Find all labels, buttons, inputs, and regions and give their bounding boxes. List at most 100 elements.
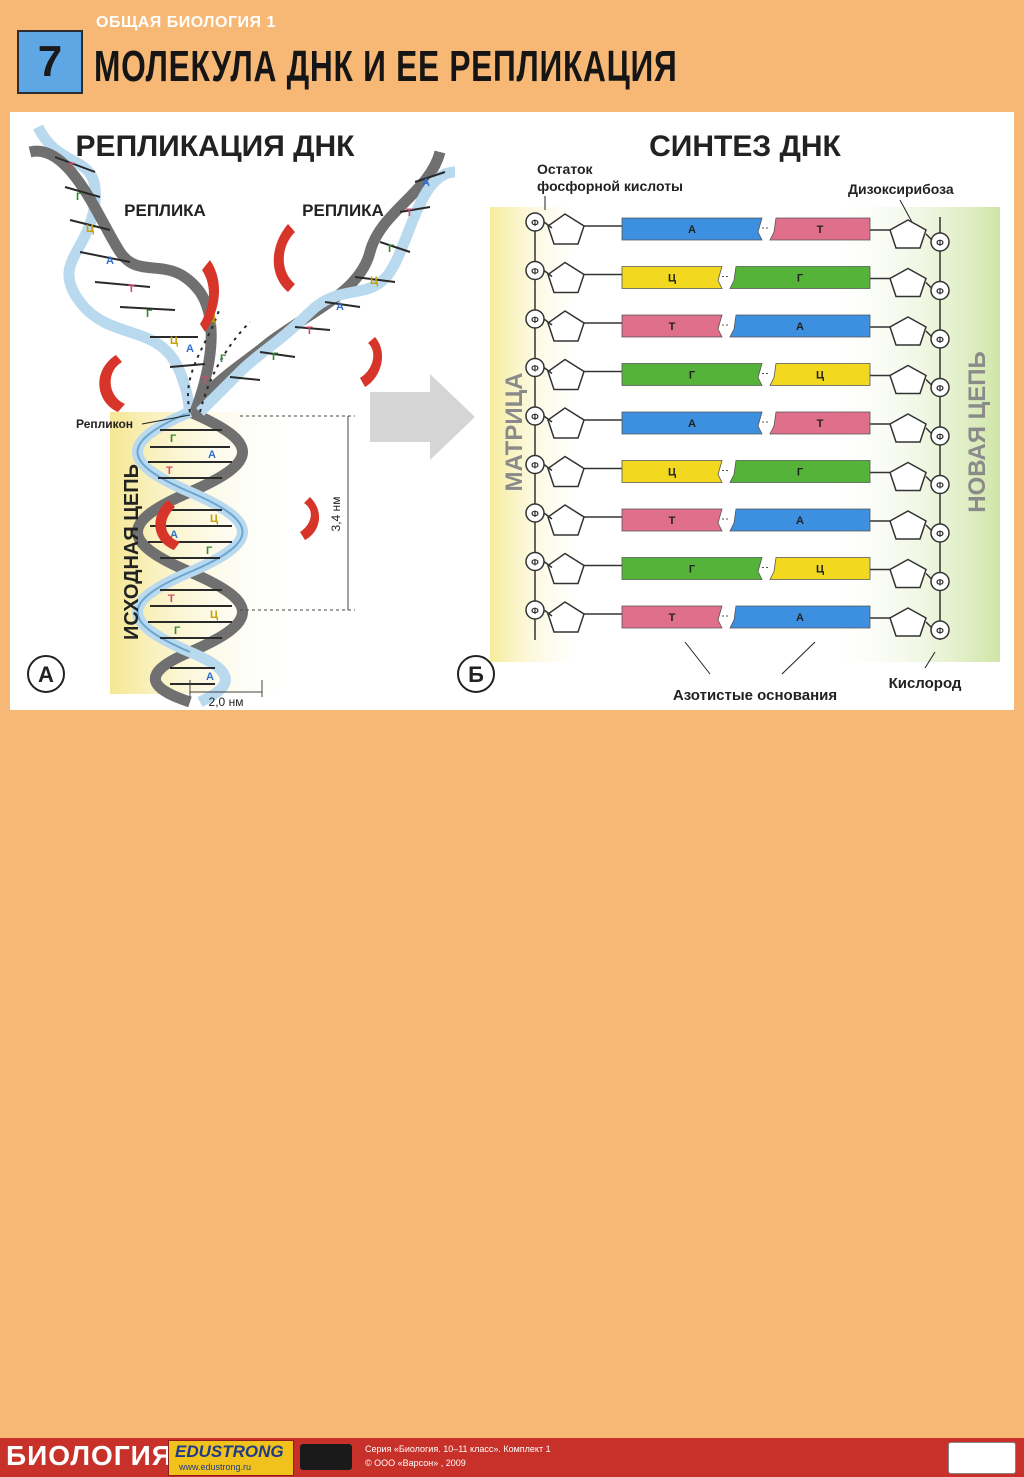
base-left-letter: Т — [669, 612, 676, 624]
svg-text:А: А — [186, 343, 194, 355]
svg-text:Г: Г — [76, 191, 83, 203]
base-right-letter: А — [796, 321, 804, 333]
phosphate-left-symbol: Ф — [531, 218, 539, 228]
base-right-letter: Ц — [816, 370, 824, 382]
width-label: 2,0 нм — [209, 695, 244, 709]
svg-text:Т: Т — [202, 375, 209, 387]
base-left-letter: А — [688, 224, 696, 236]
base-left-letter: А — [688, 418, 696, 430]
replica-right-label: РЕПЛИКА — [302, 201, 384, 220]
phosphate-right-symbol: Ф — [936, 626, 944, 636]
svg-text:Ц: Ц — [170, 335, 178, 347]
phosphate-left-symbol: Ф — [531, 412, 539, 422]
svg-text:А: А — [336, 301, 344, 313]
right-replica-helix: А Т Г Ц А Т Г — [195, 152, 455, 412]
left-replica-helix: ТГ ЦА ТГ Ц — [30, 127, 211, 412]
base-right-letter: Ц — [816, 564, 824, 576]
svg-text:А: А — [422, 177, 430, 189]
panel-b-title: СИНТЕЗ ДНК — [649, 130, 841, 163]
svg-text:Ц: Ц — [370, 275, 378, 287]
phosphate-label-line1: Остаток — [537, 161, 594, 177]
svg-text:Г: Г — [170, 433, 177, 445]
replicon-label: Репликон — [76, 417, 133, 431]
lesson-number: 7 — [17, 30, 83, 94]
publisher-url: www.edustrong.ru — [179, 1462, 251, 1472]
svg-text:А: А — [206, 671, 214, 683]
svg-text:Ц: Ц — [210, 609, 218, 621]
phosphate-right-symbol: Ф — [936, 335, 944, 345]
svg-text:Т: Т — [406, 207, 413, 219]
svg-text:Г: Г — [220, 353, 227, 365]
brand-label: БИОЛОГИЯ — [6, 1440, 173, 1472]
publisher-name: EDUSTRONG — [175, 1442, 284, 1462]
emblem-logo — [948, 1442, 1016, 1474]
pitch-label: 3,4 нм — [329, 497, 343, 532]
phosphate-label-line2: фосфорной кислоты — [537, 178, 683, 194]
phosphate-left-symbol: Ф — [531, 315, 539, 325]
phosphate-left-symbol: Ф — [531, 267, 539, 277]
phosphate-left-symbol: Ф — [531, 461, 539, 471]
phosphate-right-symbol: Ф — [936, 578, 944, 588]
phosphate-right-symbol: Ф — [936, 481, 944, 491]
panel-a-letter: А — [38, 662, 54, 687]
svg-text:Т: Т — [128, 283, 135, 295]
publisher-logo: EDUSTRONG www.edustrong.ru — [168, 1440, 294, 1476]
footer: БИОЛОГИЯ EDUSTRONG www.edustrong.ru Сери… — [0, 710, 1024, 767]
matrix-label: МАТРИЦА — [501, 373, 528, 492]
svg-text:А: А — [106, 255, 114, 267]
panel-b: СИНТЕЗ ДНК Остаток фосфорной кислоты Диз… — [458, 130, 1000, 704]
base-left-letter: Т — [669, 515, 676, 527]
svg-text:А: А — [208, 449, 216, 461]
svg-text:Т: Т — [166, 465, 173, 477]
phosphate-left-symbol: Ф — [531, 606, 539, 616]
base-right-letter: Г — [797, 273, 804, 285]
base-right-letter: Т — [817, 224, 824, 236]
base-right-letter: А — [796, 612, 804, 624]
phosphate-left-symbol: Ф — [531, 558, 539, 568]
bases-pointer-left — [685, 642, 710, 674]
base-left-letter: Ц — [668, 273, 676, 285]
base-left-letter: Г — [689, 370, 696, 382]
original-chain-label: ИСХОДНАЯ ЦЕПЬ — [121, 464, 143, 640]
replica-left-label: РЕПЛИКА — [124, 201, 206, 220]
svg-text:Г: Г — [174, 625, 181, 637]
base-left-letter: Т — [669, 321, 676, 333]
footer-strip: БИОЛОГИЯ EDUSTRONG www.edustrong.ru Сери… — [0, 1438, 1024, 1477]
panel-a-title: РЕПЛИКАЦИЯ ДНК — [76, 130, 356, 163]
phosphate-left-symbol: Ф — [531, 364, 539, 374]
base-right-letter: Т — [817, 418, 824, 430]
base-right-letter: Г — [797, 467, 804, 479]
phosphate-right-symbol: Ф — [936, 287, 944, 297]
phosphate-right-symbol: Ф — [936, 384, 944, 394]
phosphate-right-symbol: Ф — [936, 529, 944, 539]
base-right-letter: А — [796, 515, 804, 527]
footer-text-1: Серия «Биология. 10–11 класс». Комплект … — [365, 1444, 551, 1454]
page-title: МОЛЕКУЛА ДНК И ЕЕ РЕПЛИКАЦИЯ — [94, 42, 677, 92]
svg-text:Г: Г — [272, 351, 279, 363]
svg-text:Ц: Ц — [86, 223, 94, 235]
phosphate-right-symbol: Ф — [936, 238, 944, 248]
oxygen-label: Кислород — [889, 675, 962, 692]
panel-b-letter: Б — [468, 662, 484, 687]
subject-label: ОБЩАЯ БИОЛОГИЯ 1 — [96, 14, 276, 32]
svg-text:Г: Г — [206, 545, 213, 557]
svg-text:Г: Г — [388, 243, 395, 255]
phosphate-left-symbol: Ф — [531, 509, 539, 519]
poster-svg: РЕПЛИКАЦИЯ ДНК РЕПЛИКА РЕПЛИКА ГА ТЦ АГ … — [10, 112, 1014, 710]
phosphate-right-symbol: Ф — [936, 432, 944, 442]
new-chain-label: НОВАЯ ЦЕПЬ — [964, 351, 991, 512]
transition-arrow — [370, 374, 475, 460]
base-left-letter: Ц — [668, 467, 676, 479]
partner-logo — [300, 1444, 352, 1470]
svg-text:Т: Т — [306, 325, 313, 337]
bases-label: Азотистые основания — [673, 687, 837, 704]
svg-text:Г: Г — [146, 308, 153, 320]
header: 7 ОБЩАЯ БИОЛОГИЯ 1 МОЛЕКУЛА ДНК И ЕЕ РЕП… — [0, 0, 1024, 112]
bases-pointer-right — [782, 642, 815, 674]
deoxyribose-label: Дизоксирибоза — [848, 181, 954, 197]
base-left-letter: Г — [689, 564, 696, 576]
footer-text-2: © ООО «Варсон» , 2009 — [365, 1458, 466, 1468]
svg-text:Ц: Ц — [210, 513, 218, 525]
svg-text:Т: Т — [168, 593, 175, 605]
